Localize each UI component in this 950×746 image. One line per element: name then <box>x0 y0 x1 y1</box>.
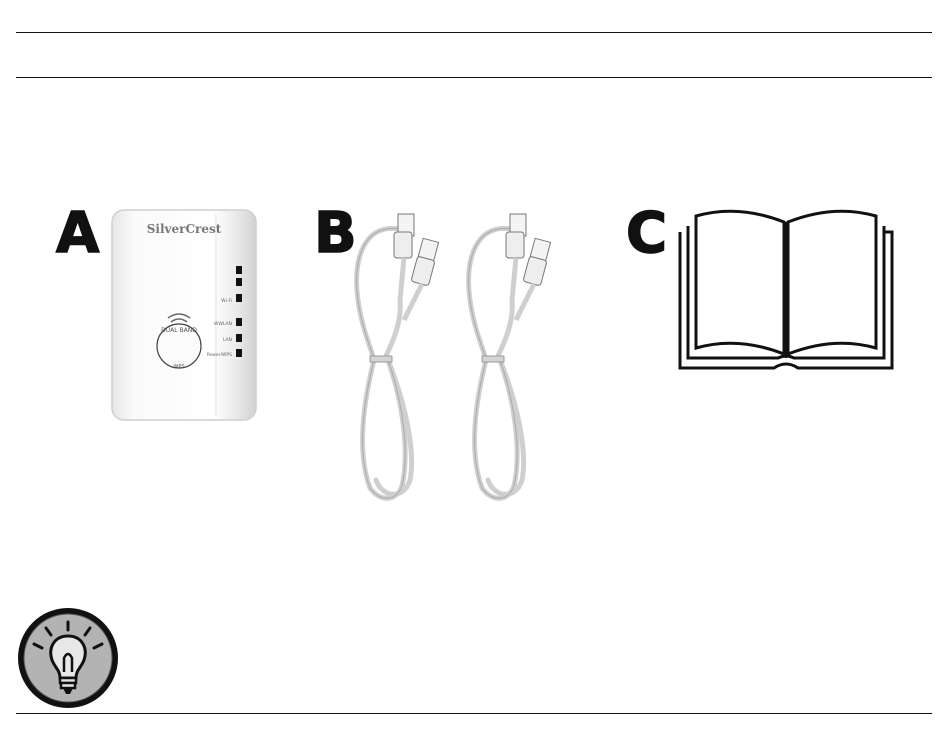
led-indicator <box>236 278 242 286</box>
rj45-plug <box>506 232 524 258</box>
led-label: WWLAN <box>214 321 232 327</box>
network-cable-image <box>456 210 568 502</box>
lightbulb-tip-icon <box>16 606 120 710</box>
led-label: Power/WPS <box>207 352 232 358</box>
footer-rule <box>16 713 932 714</box>
brand-logo: SilverCrest <box>147 222 222 236</box>
network-cable-image <box>344 210 456 502</box>
rj45-plug <box>394 232 412 258</box>
repeater-device-image: SilverCrest Wi-Fi WWLAN LAN Power/WPS DU… <box>108 208 260 424</box>
led-indicator <box>236 294 242 302</box>
led-indicator <box>236 266 242 274</box>
header-rule-top <box>16 32 932 33</box>
item-label-a: A <box>56 206 99 262</box>
wps-label: WPS <box>173 364 184 370</box>
led-indicator <box>236 349 242 357</box>
dual-band-label: DUAL BAND <box>161 327 197 334</box>
led-label: LAN <box>223 337 232 343</box>
rj45-plug <box>411 256 435 286</box>
book-icon <box>678 208 894 372</box>
cable-tie <box>482 356 504 362</box>
led-label: Wi-Fi <box>221 298 232 304</box>
item-label-c: C <box>626 206 667 262</box>
led-indicator <box>236 334 242 342</box>
led-indicator <box>236 318 242 326</box>
header-rule-bottom <box>16 77 932 78</box>
cable-tie <box>370 356 392 362</box>
rj45-plug <box>523 256 547 286</box>
